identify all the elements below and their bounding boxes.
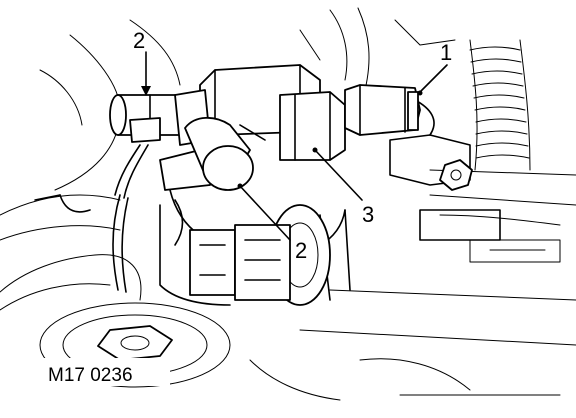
corrugated-hose bbox=[469, 39, 531, 171]
round-sensor bbox=[159, 116, 266, 191]
leader-2-center bbox=[239, 185, 291, 241]
engine-background-lines bbox=[0, 7, 576, 401]
leader-1-dot bbox=[417, 90, 423, 96]
leader-2-top-arrow bbox=[141, 86, 151, 96]
right-sensor bbox=[344, 84, 435, 136]
leader-3-dot bbox=[312, 147, 318, 153]
lower-connector bbox=[189, 224, 291, 301]
leader-3 bbox=[314, 149, 363, 201]
leader-1 bbox=[419, 64, 448, 93]
figure-code: M17 0236 bbox=[48, 365, 133, 386]
wiring-harness bbox=[34, 194, 184, 293]
leader-2-center-dot bbox=[237, 183, 243, 189]
callout-1: 1 bbox=[440, 40, 452, 65]
callout-2-center: 2 bbox=[295, 238, 307, 263]
hex-nut bbox=[39, 302, 231, 388]
leader-lines bbox=[141, 51, 448, 241]
callout-2-top: 2 bbox=[133, 28, 145, 53]
callout-3: 3 bbox=[362, 202, 374, 227]
right-bracket bbox=[389, 134, 501, 241]
figure-code-background bbox=[44, 358, 170, 386]
